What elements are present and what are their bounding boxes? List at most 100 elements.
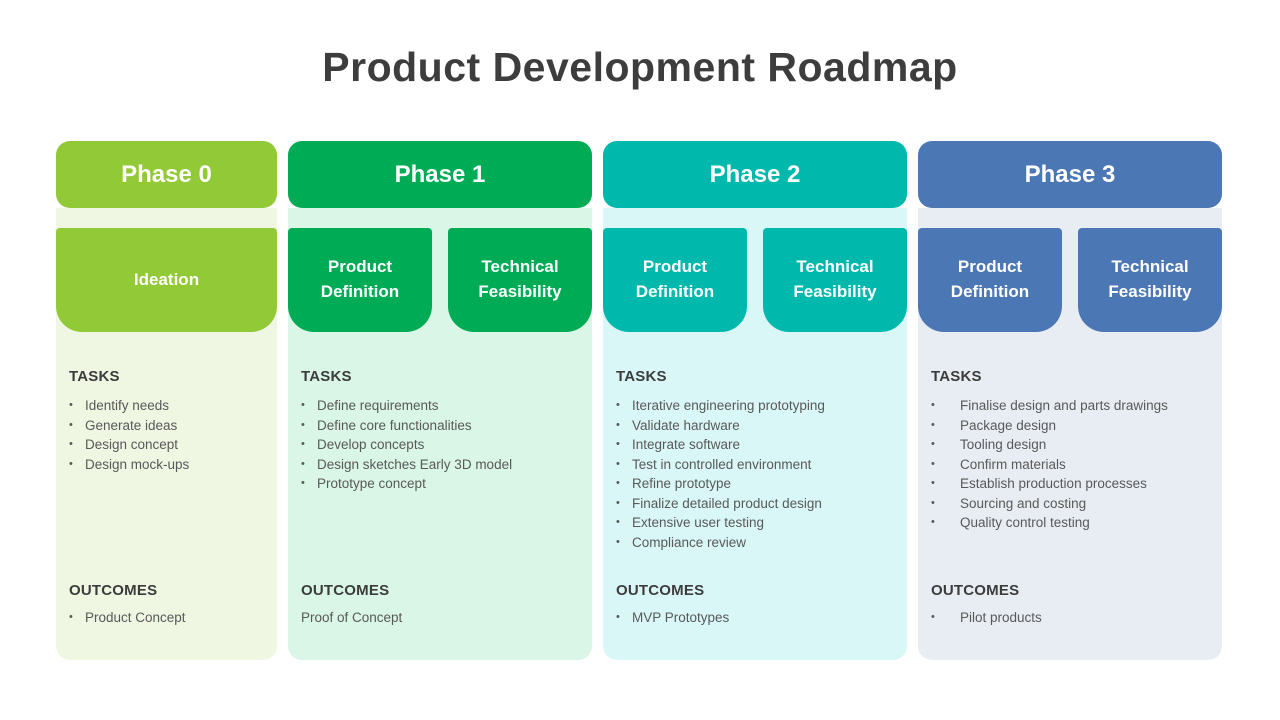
phase-label: Phase 3 [1024, 160, 1116, 188]
task-item: •Confirm materials [931, 455, 1214, 475]
phase-header: Phase 1 [288, 141, 592, 208]
outcomes-section: OUTCOMES • MVP Prototypes [616, 582, 899, 628]
subphase-box: Product Definition [603, 228, 747, 332]
task-item: •Sourcing and costing [931, 494, 1214, 514]
tasks-section: TASKS •Iterative engineering prototyping… [603, 368, 907, 552]
subphase-label: Product Definition [320, 257, 400, 301]
bullet-icon: • [69, 399, 73, 411]
task-text: Tooling design [960, 437, 1047, 452]
subphase-row: Ideation [56, 208, 277, 332]
bullet-icon: • [616, 418, 620, 431]
tasks-heading: TASKS [931, 368, 982, 385]
outcome-text: MVP Prototypes [632, 609, 730, 625]
tasks-list: •Finalise design and parts drawings•Pack… [931, 396, 1214, 533]
roadmap-columns: Phase 0 Ideation TASKS • Identify needs •G… [56, 141, 1222, 660]
subphase-label: Technical Feasibility [1108, 257, 1192, 301]
bullet-icon: • [301, 399, 305, 411]
task-item: •Define core functionalities [301, 416, 584, 436]
task-text: Iterative engineering prototyping [632, 398, 825, 413]
outcome-item: • Product Concept [69, 608, 269, 628]
task-text: Confirm materials [960, 456, 1066, 472]
phase-column-0: Phase 0 Ideation TASKS • Identify needs •G… [56, 141, 277, 660]
task-item: •Tooling design [931, 435, 1214, 455]
task-item: •Design concept [69, 435, 269, 455]
tasks-section: TASKS •Define requirements•Define core f… [288, 368, 592, 494]
task-item: • Finalize detailed product design [616, 494, 899, 514]
subphase-box: Ideation [56, 228, 277, 332]
task-text: Compliance review [632, 534, 747, 550]
outcomes-section: OUTCOMES •Proof of Concept [301, 582, 584, 628]
outcomes-section: OUTCOMES •Pilot products [931, 582, 1214, 628]
outcomes-section: OUTCOMES •Product Concept [69, 582, 269, 628]
bullet-icon: • [616, 610, 620, 623]
tasks-list: • Iterative engineering prototyping •Valid… [616, 396, 899, 552]
task-text: Integrate software [632, 437, 741, 452]
bullet-icon: • [616, 496, 620, 509]
subphase-box: Product Definition [288, 228, 432, 332]
task-item: •Test in controlled environment [616, 455, 899, 475]
slide-title: Product Development Roadmap [322, 44, 958, 90]
bullet-icon: • [69, 610, 73, 623]
task-text: Refine prototype [632, 476, 732, 491]
outcome-text: Proof of Concept [301, 609, 403, 625]
outcome-text: Pilot products [960, 609, 1042, 625]
task-item: •Package design [931, 416, 1214, 436]
subphase-label: Product Definition [950, 257, 1030, 301]
bullet-icon: • [69, 438, 73, 450]
bullet-icon: • [69, 457, 73, 470]
task-text: Establish production processes [960, 476, 1147, 491]
subphase-label: Ideation [133, 269, 200, 289]
phase-label: Phase 2 [709, 160, 801, 188]
task-text: Package design [960, 417, 1057, 433]
subphase-row: Product Definition Technical Feasibility [918, 208, 1222, 332]
outcomes-heading: OUTCOMES [616, 581, 705, 599]
task-item: •Compliance review [616, 533, 899, 553]
task-text: Quality control testing [960, 515, 1090, 530]
subphase-label: Product Definition [635, 257, 715, 301]
bullet-icon: • [69, 418, 73, 431]
tasks-list: •Define requirements•Define core functio… [301, 396, 584, 494]
bullet-icon: • [931, 477, 935, 489]
subphase-box: Technical Feasibility [763, 228, 907, 332]
task-text: Prototype concept [317, 476, 426, 491]
subphase-row: Product Definition Technical Feasibility [603, 208, 907, 332]
task-item: • Refine prototype [616, 474, 899, 494]
task-text: Identify needs [85, 398, 170, 413]
outcome-item: •Pilot products [931, 608, 1214, 628]
task-item: • Finalise design and parts drawings [931, 396, 1214, 416]
task-item: •Validate hardware [616, 416, 899, 436]
subphase-box: Product Definition [918, 228, 1062, 332]
tasks-heading: TASKS [301, 368, 352, 385]
bullet-icon: • [616, 477, 620, 489]
outcomes-list: •Pilot products [931, 608, 1214, 628]
bullet-icon: • [931, 399, 935, 411]
bullet-icon: • [616, 516, 620, 528]
task-text: Design sketches Early 3D model [317, 456, 513, 472]
outcome-item: •Proof of Concept [301, 608, 584, 628]
phase-label: Phase 0 [121, 160, 212, 188]
task-item: •Define requirements [301, 396, 584, 416]
outcome-item: • MVP Prototypes [616, 608, 899, 628]
outcomes-heading: OUTCOMES [931, 581, 1020, 599]
bullet-icon: • [301, 477, 305, 489]
task-text: Finalise design and parts drawings [960, 398, 1168, 413]
task-text: Define core functionalities [317, 417, 472, 433]
task-item: • Design mock-ups [69, 455, 269, 475]
task-text: Extensive user testing [632, 515, 765, 530]
tasks-heading: TASKS [69, 368, 120, 385]
phase-column-2: Phase 2 Product Definition Technical Feas… [603, 141, 907, 660]
phase-panel: Ideation TASKS • Identify needs •Generate … [56, 208, 277, 660]
outcomes-list: • MVP Prototypes [616, 608, 899, 628]
subphase-box: Technical Feasibility [1078, 228, 1222, 332]
task-item: •Generate ideas [69, 416, 269, 436]
phase-header: Phase 0 [56, 141, 277, 208]
outcome-text: Product Concept [85, 609, 186, 625]
task-text: Design mock-ups [85, 456, 190, 472]
subphase-label: Technical Feasibility [793, 257, 877, 301]
tasks-section: TASKS •Identify needs•Generate ideas•Des… [56, 368, 277, 474]
task-text: Finalize detailed product design [632, 495, 822, 511]
